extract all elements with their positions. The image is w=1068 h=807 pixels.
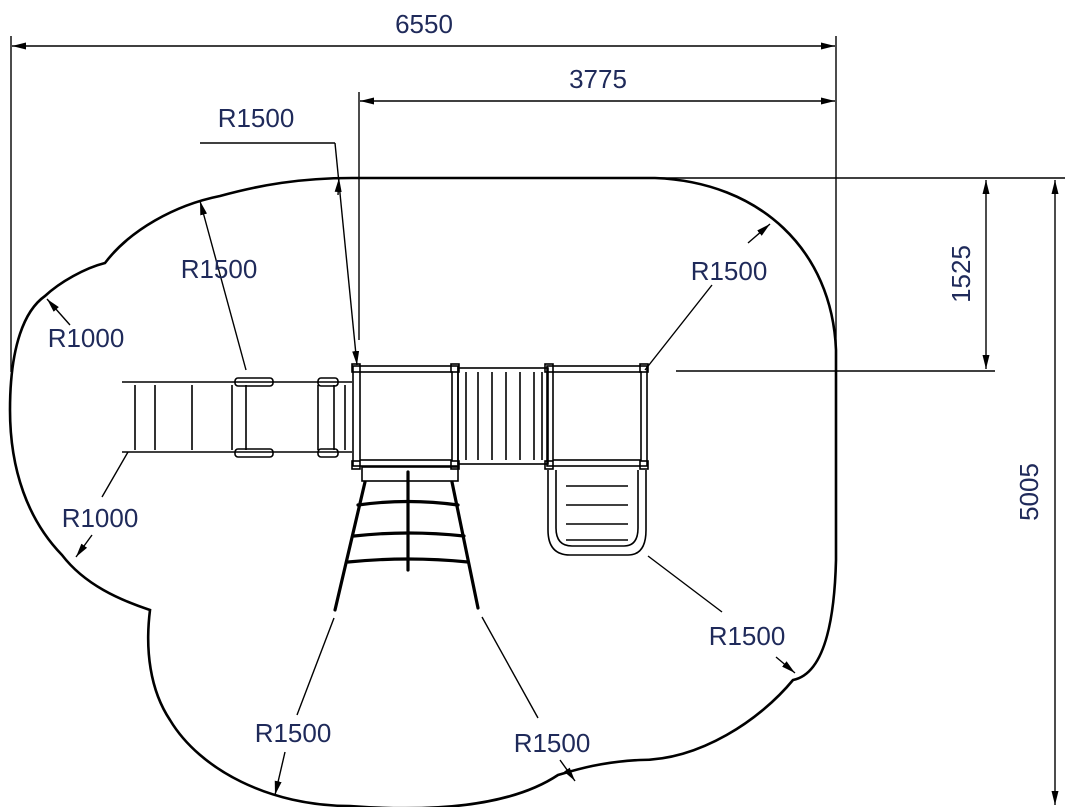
- radius-label-bottom-mid-arc: R1500: [514, 728, 591, 758]
- stairs: [547, 470, 647, 556]
- radius-label-top-right-corner: R1500: [691, 256, 768, 286]
- radius-label-left-upper-lobe: R1000: [48, 323, 125, 353]
- dimension-top-offset: 1525: [660, 177, 1065, 372]
- radius-label-bottom-left-arc: R1500: [255, 718, 332, 748]
- radius-label-left-lower-lobe: R1000: [62, 503, 139, 533]
- radius-callout-left-upper-lobe: R1000: [46, 298, 125, 353]
- dimension-label-top-offset: 1525: [946, 245, 976, 303]
- radius-callout-top-right-corner: R1500: [644, 223, 771, 371]
- dimension-label-partial-width: 3775: [569, 64, 627, 94]
- platform-right: [544, 363, 649, 470]
- dimension-partial-width: 3775: [358, 64, 835, 340]
- platform-left: [351, 363, 460, 470]
- dimension-overall-depth: 5005: [1014, 180, 1059, 805]
- radius-label-top-left-arc: R1500: [181, 254, 258, 284]
- safety-area-outline: [8, 176, 838, 807]
- radius-callout-bottom-left-arc: R1500: [255, 617, 335, 796]
- slide-ramp: [122, 377, 352, 458]
- radius-callout-top-corner: R1500: [200, 103, 360, 366]
- dimension-overall-width: 6550: [10, 9, 837, 372]
- dimension-label-overall-depth: 5005: [1014, 463, 1044, 521]
- radius-label-right-lower-arc: R1500: [709, 621, 786, 651]
- radius-label-top-corner: R1500: [218, 103, 295, 133]
- dimension-label-overall-width: 6550: [395, 9, 453, 39]
- bridge: [457, 367, 549, 465]
- radius-callout-right-lower-arc: R1500: [647, 555, 796, 674]
- radius-callout-bottom-mid-arc: R1500: [481, 616, 591, 782]
- radius-callout-top-left-arc: R1500: [181, 200, 258, 371]
- climbing-net: [333, 466, 480, 612]
- radius-callout-left-lower-lobe: R1000: [62, 451, 139, 558]
